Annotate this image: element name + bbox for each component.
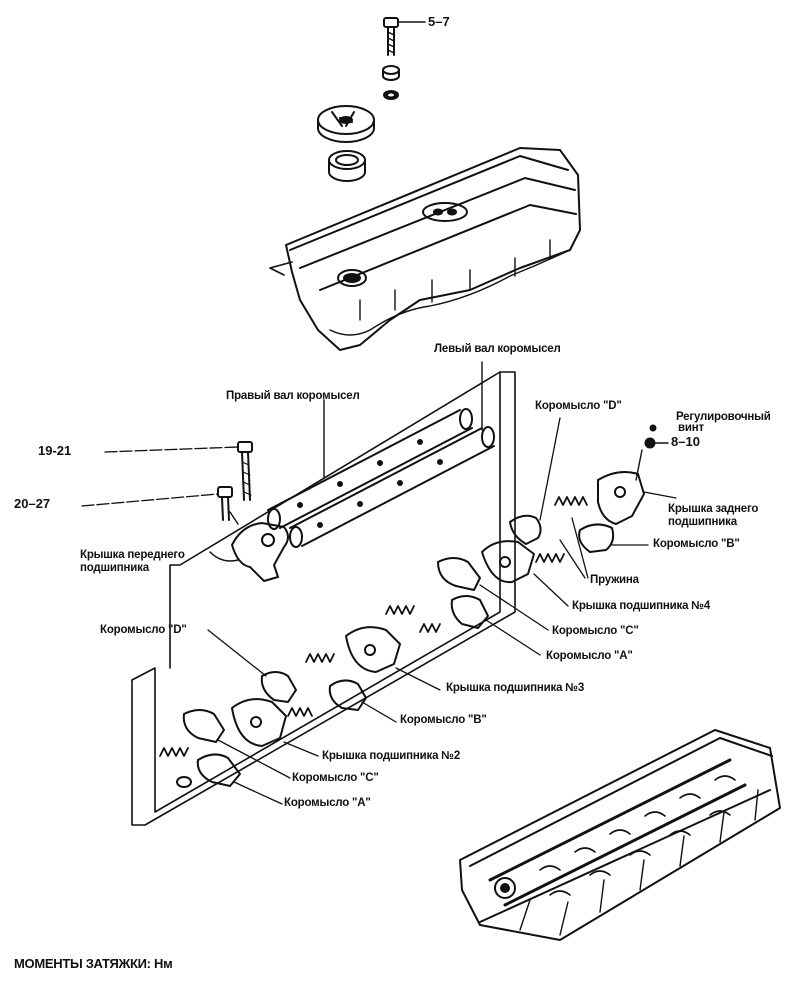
torque-cap-bolt: 5–7 — [428, 14, 450, 29]
bearing-cap-4 — [481, 540, 569, 607]
oil-filler-cap — [317, 105, 375, 143]
label-rocker-a-upper: Коромысло "A" — [546, 650, 633, 662]
rocker-c-upper — [437, 557, 549, 631]
rocker-c-lower — [182, 709, 291, 779]
label-front-cap: Крышка переднего подшипника — [80, 549, 185, 575]
label-right-shaft: Правый вал коромысел — [226, 390, 360, 402]
front-bolt-long — [104, 441, 253, 501]
label-front-cap-line1: Крышка переднего — [80, 549, 185, 561]
rocker-a-upper — [450, 595, 541, 656]
rocker-a-lower — [176, 753, 283, 805]
label-rear-cap-line2: подшипника — [668, 516, 737, 528]
rocker-d-lower — [207, 629, 297, 703]
torque-front-bolt-2: 20–27 — [14, 496, 51, 511]
label-cap-no4: Крышка подшипника №4 — [572, 600, 711, 612]
label-adjust-screw-line2: винт — [678, 422, 704, 434]
torque-units-note: МОМЕНТЫ ЗАТЯЖКИ: Нм — [14, 956, 173, 971]
label-rocker-a-lower: Коромысло "A" — [284, 797, 371, 809]
filler-cap-seal — [328, 150, 366, 182]
spring-mid-pair — [385, 605, 441, 633]
label-rocker-d-lower: Коромысло "D" — [100, 624, 187, 636]
label-rear-cap-line1: Крышка заднего — [668, 503, 759, 515]
label-left-shaft: Левый вал коромысел — [434, 343, 561, 355]
rocker-b-lower — [328, 679, 397, 723]
left-rocker-shaft — [289, 426, 495, 548]
front-bolt-short — [81, 486, 233, 521]
valve-cover — [269, 147, 581, 351]
rocker-d-upper — [509, 417, 561, 545]
label-rocker-c-lower: Коромысло "C" — [292, 772, 379, 784]
bearing-cap-3 — [345, 626, 441, 691]
label-cap-no3: Крышка подшипника №3 — [446, 682, 585, 694]
cover-gasket — [131, 371, 516, 826]
label-cap-no2: Крышка подшипника №2 — [322, 750, 461, 762]
label-rear-cap: Крышка заднего подшипника — [668, 503, 758, 529]
torque-front-bolt-1: 19-21 — [38, 443, 72, 458]
rocker-b-upper — [578, 523, 649, 553]
label-front-cap-line2: подшипника — [80, 562, 149, 574]
label-adjust-screw: Регулировочный винт — [676, 411, 771, 435]
rear-bearing-cap — [597, 449, 677, 525]
right-rocker-shaft — [267, 408, 473, 530]
label-rocker-c-upper: Коромысло "C" — [552, 625, 639, 637]
torque-adjust-screw: 8–10 — [671, 434, 700, 449]
adjust-screw — [644, 424, 669, 449]
bearing-cap-2 — [231, 698, 319, 757]
cap-bolt — [383, 17, 426, 56]
label-adjust-screw-line1: Регулировочный — [676, 411, 771, 423]
label-rocker-d-upper: Коромысло "D" — [535, 400, 622, 412]
cap-washer — [382, 65, 400, 100]
spring-upper-pair — [535, 496, 589, 579]
label-springs: Пружина — [590, 574, 639, 586]
spring-left-upper — [305, 653, 335, 663]
spring-left-lower — [159, 707, 313, 757]
label-rocker-b-upper: Коромысло "B" — [653, 538, 740, 550]
cylinder-head — [459, 729, 781, 941]
label-rocker-b-lower: Коромысло "B" — [400, 714, 487, 726]
front-bearing-cap — [209, 511, 289, 582]
